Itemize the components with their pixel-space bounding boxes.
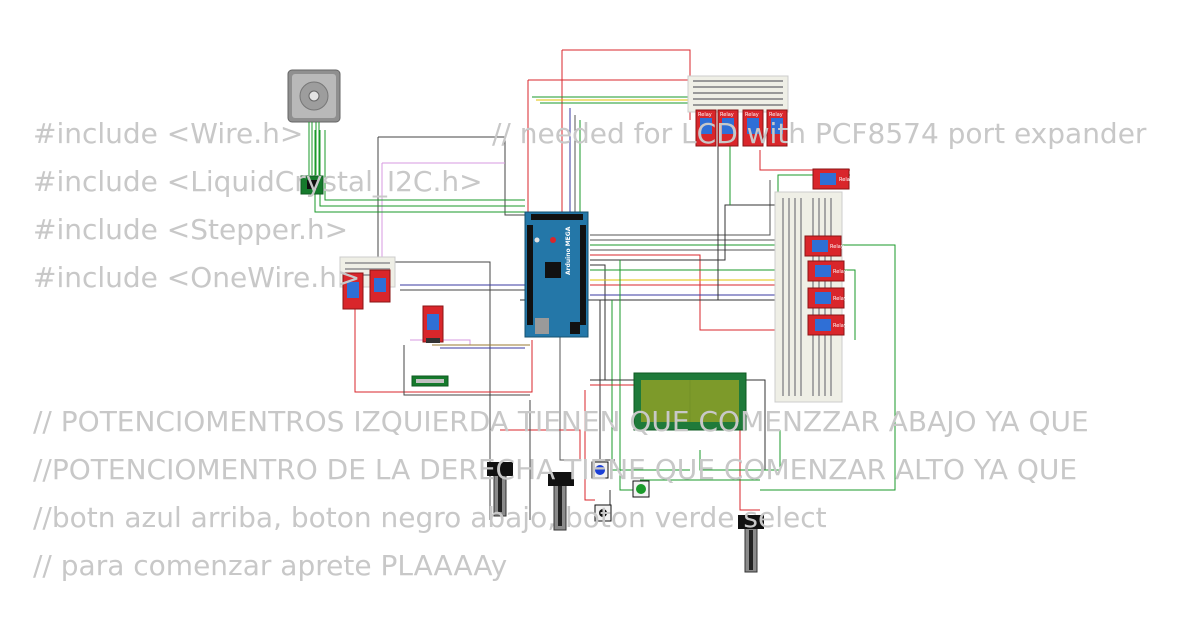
code-comment-pcf8574: // needed for LCD with PCF8574 port expa… (492, 117, 1147, 150)
relay-top-3[interactable]: Relay (742, 109, 764, 147)
board-label: Arduino MEGA (565, 226, 572, 275)
slide-potentiometer-middle[interactable] (548, 472, 574, 531)
relay-right-top[interactable]: Relay (812, 168, 853, 190)
relay-label: Relay (769, 112, 783, 118)
relay-label: Relay (830, 244, 844, 250)
relay-top-1[interactable]: Relay (695, 109, 717, 147)
relay-top-4[interactable]: Relay (766, 109, 788, 147)
relay-right-2[interactable]: Relay (807, 260, 847, 282)
relay-label: Relay (833, 323, 847, 329)
relay-label: Relay (839, 177, 853, 183)
relay-label: Relay (745, 112, 759, 118)
arduino-mega-board[interactable]: Arduino MEGA (524, 211, 589, 338)
relay-label: Relay (833, 296, 847, 302)
button-black[interactable] (594, 504, 612, 522)
relay-right-1[interactable]: Relay (804, 235, 844, 257)
lcd-display[interactable] (633, 372, 747, 431)
i2c-expander-module[interactable] (411, 375, 449, 387)
relay-mid[interactable] (422, 305, 444, 343)
relay-label: Relay (833, 269, 847, 275)
button-blue[interactable] (591, 461, 609, 479)
stepper-driver-module[interactable] (300, 175, 324, 195)
slide-potentiometer-right[interactable] (738, 515, 764, 573)
relay-left-2[interactable] (369, 269, 391, 303)
breadboard-top[interactable] (687, 75, 789, 113)
relay-label: Relay (698, 112, 712, 118)
button-green[interactable] (632, 480, 650, 498)
slide-potentiometer-left[interactable] (487, 462, 513, 517)
relay-right-3[interactable]: Relay (807, 287, 847, 309)
relay-top-2[interactable]: Relay (717, 109, 739, 147)
relay-right-4[interactable]: Relay (807, 314, 847, 336)
relay-label: Relay (720, 112, 734, 118)
stepper-motor[interactable] (287, 69, 341, 175)
relay-left-1[interactable] (342, 272, 364, 310)
